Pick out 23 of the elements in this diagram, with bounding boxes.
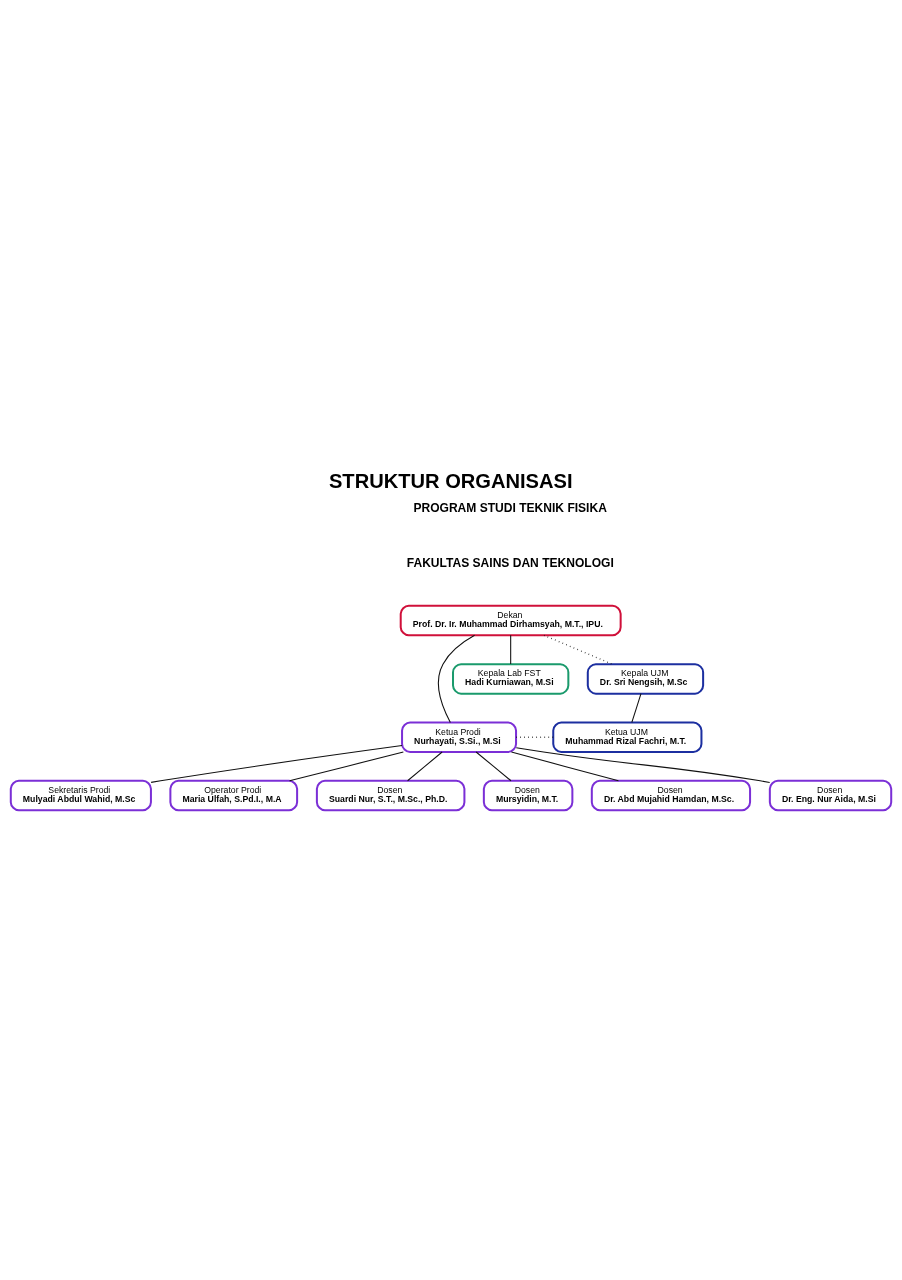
connector — [510, 634, 512, 665]
label: PROGRAM STUDI TEKNIK FISIKA — [413, 501, 607, 516]
node-box: Dosen Mursyidin, M.T. — [482, 779, 574, 812]
node-box: Operator Prodi Maria Ulfah, S.Pd.I., M.A — [169, 779, 299, 812]
connector — [407, 751, 443, 782]
connector — [510, 751, 619, 782]
connector — [438, 634, 476, 723]
node-box: Dekan Prof. Dr. Ir. Muhammad Dirhamsyah, M.T., IPU. — [399, 604, 622, 637]
node-box: Ketua Prodi Nurhayati, S.Si., M.Si — [401, 721, 518, 753]
label: FAKULTAS SAINS DAN TEKNOLOGI — [406, 555, 614, 570]
connector — [631, 693, 642, 723]
node-box: Dosen Dr. Abd Mujahid Hamdan, M.Sc. — [590, 779, 752, 812]
connector — [475, 751, 512, 782]
connector — [289, 751, 404, 782]
node-box: Ketua UJM Muhammad Rizal Fachri, M.T. — [552, 721, 703, 753]
connector — [150, 745, 403, 783]
node-box: Dosen Suardi Nur, S.T., M.Sc., Ph.D. — [315, 779, 466, 812]
connector — [515, 747, 771, 783]
node-box: Dosen Dr. Eng. Nur Aida, M.Si — [768, 779, 893, 812]
node-box: Kepala Lab FST Hadi Kurniawan, M.Si — [452, 663, 570, 695]
diagram-title: STRUKTUR ORGANISASI — [328, 469, 573, 492]
node-box: Sekretaris Prodi Mulyadi Abdul Wahid, M.Sc — [9, 779, 152, 812]
node-box: Kepala UJM Dr. Sri Nengsih, M.Sc — [586, 663, 705, 695]
